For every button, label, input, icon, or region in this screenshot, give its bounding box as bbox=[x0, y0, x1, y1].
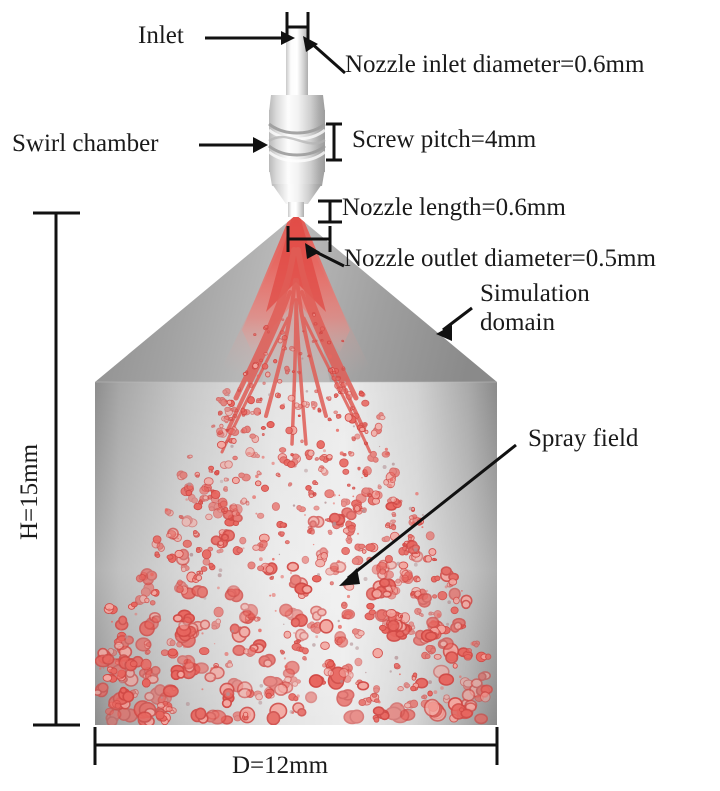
annotation-layer bbox=[33, 12, 517, 765]
diameter-dimension-line bbox=[93, 727, 499, 765]
inlet-leader bbox=[205, 31, 295, 45]
label-diameter-dimension: D=12mm bbox=[232, 752, 329, 779]
swirl-chamber-base bbox=[269, 168, 325, 186]
swirl-chamber-leader bbox=[199, 137, 268, 153]
label-nozzle-outlet-diameter: Nozzle outlet diameter=0.5mm bbox=[344, 245, 656, 272]
nozzle-outlet-tube bbox=[288, 202, 304, 217]
label-inlet: Inlet bbox=[138, 22, 184, 49]
label-swirl-chamber: Swirl chamber bbox=[12, 130, 159, 157]
nozzle-assembly bbox=[268, 28, 326, 217]
nozzle-inlet-tube bbox=[286, 28, 308, 98]
nozzle-outlet-diameter-leader bbox=[305, 243, 345, 268]
label-screw-pitch: Screw pitch=4mm bbox=[352, 126, 537, 153]
spray-droplets bbox=[95, 311, 493, 725]
label-simulation-domain-line1: Simulation bbox=[480, 280, 590, 307]
swirl-chamber-threads bbox=[268, 122, 326, 163]
nozzle-outlet-diameter-marker bbox=[286, 226, 332, 252]
screw-pitch-marker bbox=[326, 122, 342, 162]
inlet-diameter-marker bbox=[285, 12, 310, 40]
simulation-domain-leader bbox=[436, 306, 473, 341]
spray-core bbox=[266, 216, 326, 312]
nozzle-converging-cone bbox=[272, 184, 322, 204]
label-simulation-domain-line2: domain bbox=[480, 309, 555, 336]
label-height-dimension: H=15mm bbox=[16, 443, 43, 540]
height-dimension-line bbox=[33, 211, 80, 727]
label-spray-field: Spray field bbox=[528, 425, 639, 452]
nozzle-length-marker bbox=[318, 199, 342, 224]
label-nozzle-length: Nozzle length=0.6mm bbox=[342, 194, 566, 221]
spray-field-leader bbox=[339, 443, 517, 586]
spray-field bbox=[95, 216, 493, 725]
nozzle-inlet-diameter-leader bbox=[303, 36, 346, 75]
swirl-chamber-cap bbox=[269, 95, 325, 112]
label-nozzle-inlet-diameter: Nozzle inlet diameter=0.6mm bbox=[345, 51, 645, 78]
